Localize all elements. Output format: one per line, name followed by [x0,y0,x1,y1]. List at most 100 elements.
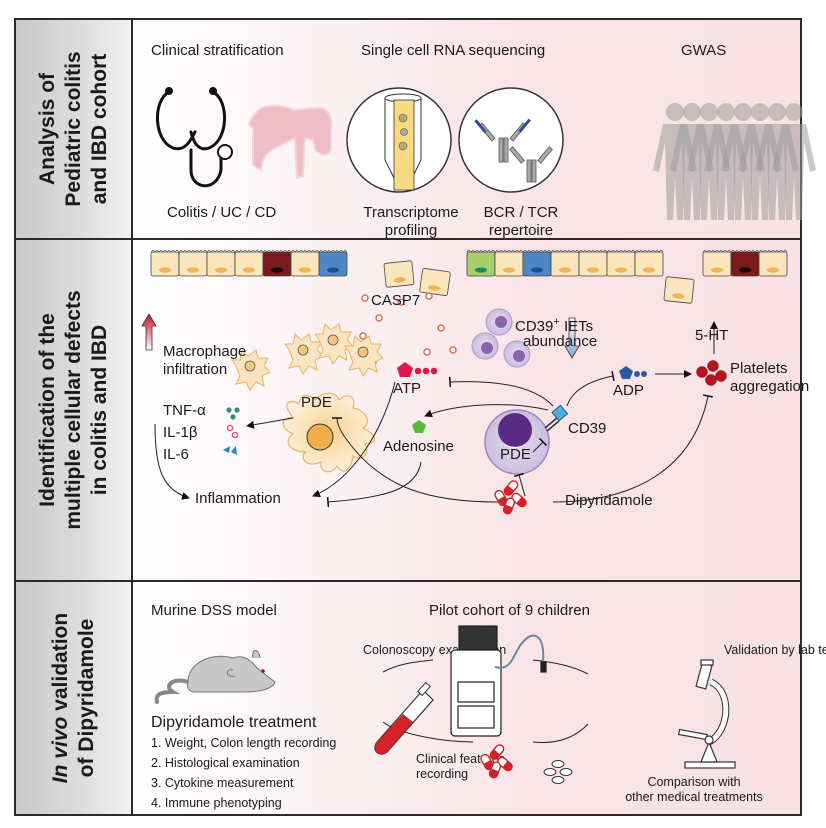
dipyridamole-inhibits-macrophage-pde [331,417,499,503]
person-silhouette [687,103,731,220]
capsule-icon [502,497,516,515]
pathway-arrows [154,321,718,508]
inflammation-label: Inflammation [195,490,281,507]
dipyridamole-label: Dipyridamole [565,492,653,509]
serotonin-label: 5-HT [695,327,729,344]
epithelial-cell [702,249,732,277]
capsule-icon [489,744,505,760]
transcriptome-caption: Transcriptome profiling [363,204,459,239]
casp7-particle [361,294,369,302]
abundance-label: abundance [523,333,598,350]
panel-label-cellular-defects: Identification of the multiple cellular … [16,240,133,580]
atp-to-adenosine [424,404,549,418]
macrophage-cell [231,348,271,391]
atp-label: ATP [393,380,422,397]
cohort-illustrations [156,87,816,220]
macrophage-cells [231,322,384,391]
il-1b-label: IL-1β [163,424,198,441]
dipyridamole-capsules-icon [480,744,513,779]
casp7-particle [423,348,431,356]
adenosine-molecule-icon [412,420,426,433]
casp7-particle [449,346,457,354]
atp-molecule-icon [397,362,438,377]
person-silhouette [704,103,748,220]
epithelial-cell [522,249,552,277]
treatment-step: 1. Weight, Colon length recording [151,736,337,750]
panel-title-in-vivo-validation: In vivo validation of Dipyridamole [48,612,98,784]
capsule-icon [511,492,527,508]
cd39-iet-cells [471,308,531,368]
cd39-receptor-icon [544,404,569,432]
il-6-icon [223,446,237,455]
pde-iet-cell-icon [484,409,550,475]
pde-inhibits-cd39 [532,437,548,453]
epithelial-cell [634,249,664,277]
epithelial-cell [178,249,208,277]
other-tablets-icon [543,760,573,784]
panel-label-in-vivo-validation: In vivo validation of Dipyridamole [16,582,133,814]
atp-to-inflammation [312,381,396,498]
decrease-arrow-icon [564,317,580,359]
validation-illustrations [154,625,736,784]
gwas-title: GWAS [681,42,727,59]
capsule-icon [497,756,513,772]
cd39-inhibits-adp [566,370,615,407]
epithelial-cell [206,249,236,277]
casp7-label: CASP7 [371,292,421,309]
population-crowd-icon [653,103,816,220]
casp7-particle [359,332,367,340]
panel-cohort-analysis: Analysis of Pediatric colitis and IBD co… [16,20,816,240]
shed-epithelial-cell [383,260,415,288]
dipyridamole-inhibits-iet-pde [513,472,526,497]
mouse-icon [154,650,276,704]
pde-macrophage-icon [282,392,376,473]
iet-pde-label: PDE [500,446,531,463]
clinical-stratification-title: Clinical stratification [151,42,284,59]
shed-epithelial-cell [663,276,695,304]
platelets-icon [696,360,727,386]
il-6-label: IL-6 [163,446,189,463]
casp7-particle [437,324,445,332]
person-silhouette [721,103,765,220]
person-silhouette [653,103,697,220]
panel-label-cohort-analysis: Analysis of Pediatric colitis and IBD co… [16,20,133,238]
panel-title-cohort-analysis: Analysis of Pediatric colitis and IBD co… [35,51,111,207]
capsule-icon [488,761,502,779]
epithelial-cell [494,249,524,277]
transcriptome-icon [346,87,452,193]
tnf-alpha-label: TNF-α [163,402,206,419]
macrophage-cell [314,322,354,365]
epithelial-cell [318,249,348,277]
antibody-repertoire-icon [458,87,564,193]
graphical-abstract: Analysis of Pediatric colitis and IBD co… [14,18,826,816]
macrophage-cell [344,334,384,377]
epithelial-cell [758,249,788,277]
person-silhouette [670,103,714,220]
il-1b-icon [226,424,239,439]
macrophage-infiltration-label: Macrophage infiltration [163,343,247,378]
treatment-step: 2. Histological examination [151,756,300,770]
treatment-title: Dipyridamole treatment [151,714,317,731]
epithelial-cell [262,249,292,277]
colitis-uc-cd-caption: Colitis / UC / CD [167,204,277,221]
cytokines-to-inflammation [154,423,190,500]
cd39-inhibits-atp [449,376,554,407]
person-silhouette [738,103,782,220]
murine-dss-title: Murine DSS model [151,602,277,619]
lab-test-label: Validation by lab test [724,643,826,657]
pilot-cohort-title: Pilot cohort of 9 children [429,602,590,619]
panel-in-vivo-validation: In vivo validation of Dipyridamole Murin… [16,582,826,814]
dipyridamole-inhibits-platelets [552,394,714,503]
intestinal-epithelium [150,249,788,304]
treatment-step: 3. Cytokine measurement [151,776,294,790]
colon-icon [247,104,333,180]
stethoscope-icon [156,87,233,188]
epithelial-cell [290,249,320,277]
panel-title-cellular-defects: Identification of the multiple cellular … [35,290,111,530]
epithelial-cell [730,249,760,277]
microscope-icon [677,659,736,769]
epithelial-cell [466,249,496,277]
shed-epithelial-cell [419,268,451,296]
person-silhouette [755,103,799,220]
epithelial-cell [550,249,580,277]
